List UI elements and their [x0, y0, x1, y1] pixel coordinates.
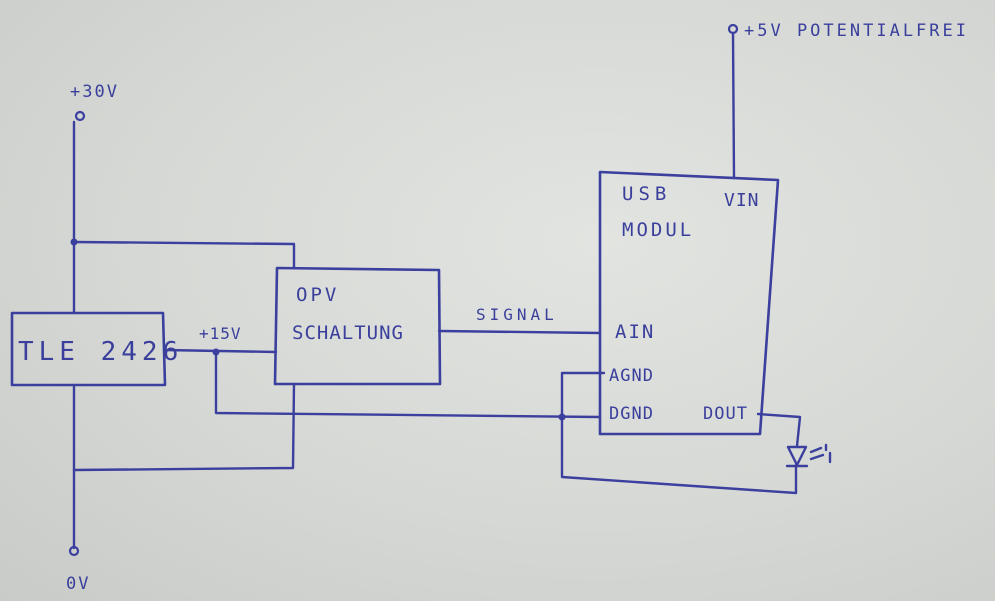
pin-agnd-label: AGND — [609, 366, 654, 386]
wire-agnd-loop — [560, 371, 798, 495]
label-0v: 0V — [66, 574, 90, 594]
opv-box — [273, 266, 442, 386]
label-plus30v: +30V — [70, 82, 119, 102]
pin-vin-label: VIN — [724, 190, 760, 211]
junction-plus30v — [70, 238, 78, 246]
wire-dout-led — [756, 412, 802, 448]
terminal-circle-icon-0v — [68, 545, 80, 557]
usb-title-line2: MODUL — [622, 219, 694, 241]
junction-ground — [558, 413, 566, 421]
usb-module-box — [598, 170, 780, 436]
wire-15v-to-dgnd — [214, 350, 602, 419]
terminal-circle-icon-5v — [727, 23, 739, 35]
junction-15v — [212, 348, 220, 356]
led-symbol-icon — [785, 443, 832, 468]
wire-vin-5v — [731, 31, 736, 180]
label-plus15v: +15V — [199, 324, 242, 343]
tle2426-label: TLE 2426 — [18, 337, 183, 367]
label-plus5v-potentialfrei: +5V POTENTIALFREI — [744, 21, 969, 41]
opv-label-line1: OPV — [296, 284, 339, 306]
usb-title-line1: USB — [622, 183, 671, 205]
wire-opv-supply-bottom — [72, 382, 296, 472]
tle2426-box — [10, 311, 167, 387]
wire-15v-rail — [162, 348, 278, 354]
signal-label: SIGNAL — [476, 305, 558, 324]
wire-signal — [437, 329, 602, 335]
pin-ain-label: AIN — [615, 321, 655, 343]
pin-dout-label: DOUT — [703, 404, 748, 424]
opv-label-line2: SCHALTUNG — [292, 322, 404, 344]
pin-dgnd-label: DGND — [609, 404, 654, 424]
terminal-circle-icon-plus30v — [74, 110, 86, 122]
wire-opv-supply-top — [72, 240, 296, 270]
